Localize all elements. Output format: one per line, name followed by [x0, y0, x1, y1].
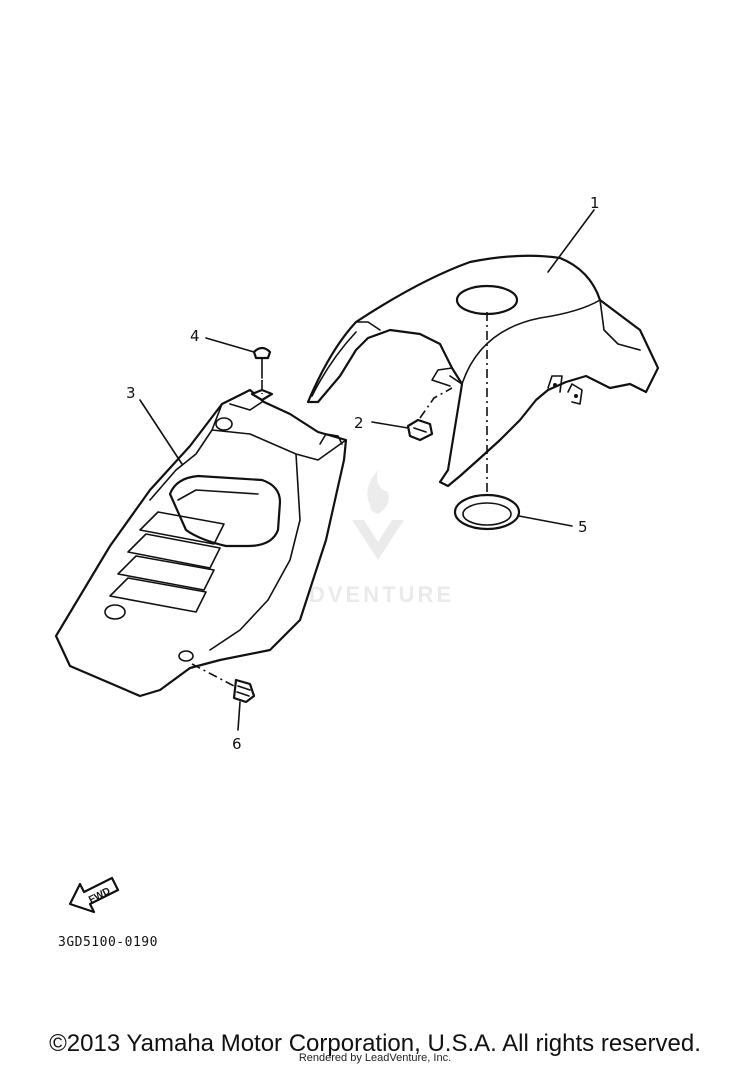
- callout-2: 2: [354, 414, 364, 432]
- leader-1: [547, 209, 595, 273]
- callout-1: 1: [590, 194, 600, 212]
- callout-5: 5: [578, 518, 588, 536]
- callout-3: 3: [126, 384, 136, 402]
- callout-4: 4: [190, 327, 200, 345]
- leader-3: [139, 399, 183, 465]
- part-5-ring-seal: [453, 493, 521, 531]
- leader-2: [371, 421, 409, 429]
- callout-6: 6: [232, 735, 242, 753]
- part-3-rear-cover: [54, 388, 348, 698]
- part-4-screw: [250, 346, 274, 402]
- part-1-front-cover: [306, 254, 660, 488]
- leader-6: [237, 701, 241, 731]
- part-2-nut: [406, 387, 453, 442]
- fwd-arrow-icon: FWD: [68, 876, 120, 914]
- part-6-bolt: [191, 663, 256, 704]
- rendered-by-text: Rendered by LeadVenture, Inc.: [298, 1052, 452, 1064]
- leader-5: [518, 515, 573, 527]
- part-code: 3GD5100-0190: [58, 935, 158, 950]
- copyright-text: ©2013 Yamaha Motor Corporation, U.S.A. A…: [49, 1030, 701, 1057]
- leader-4: [205, 337, 255, 353]
